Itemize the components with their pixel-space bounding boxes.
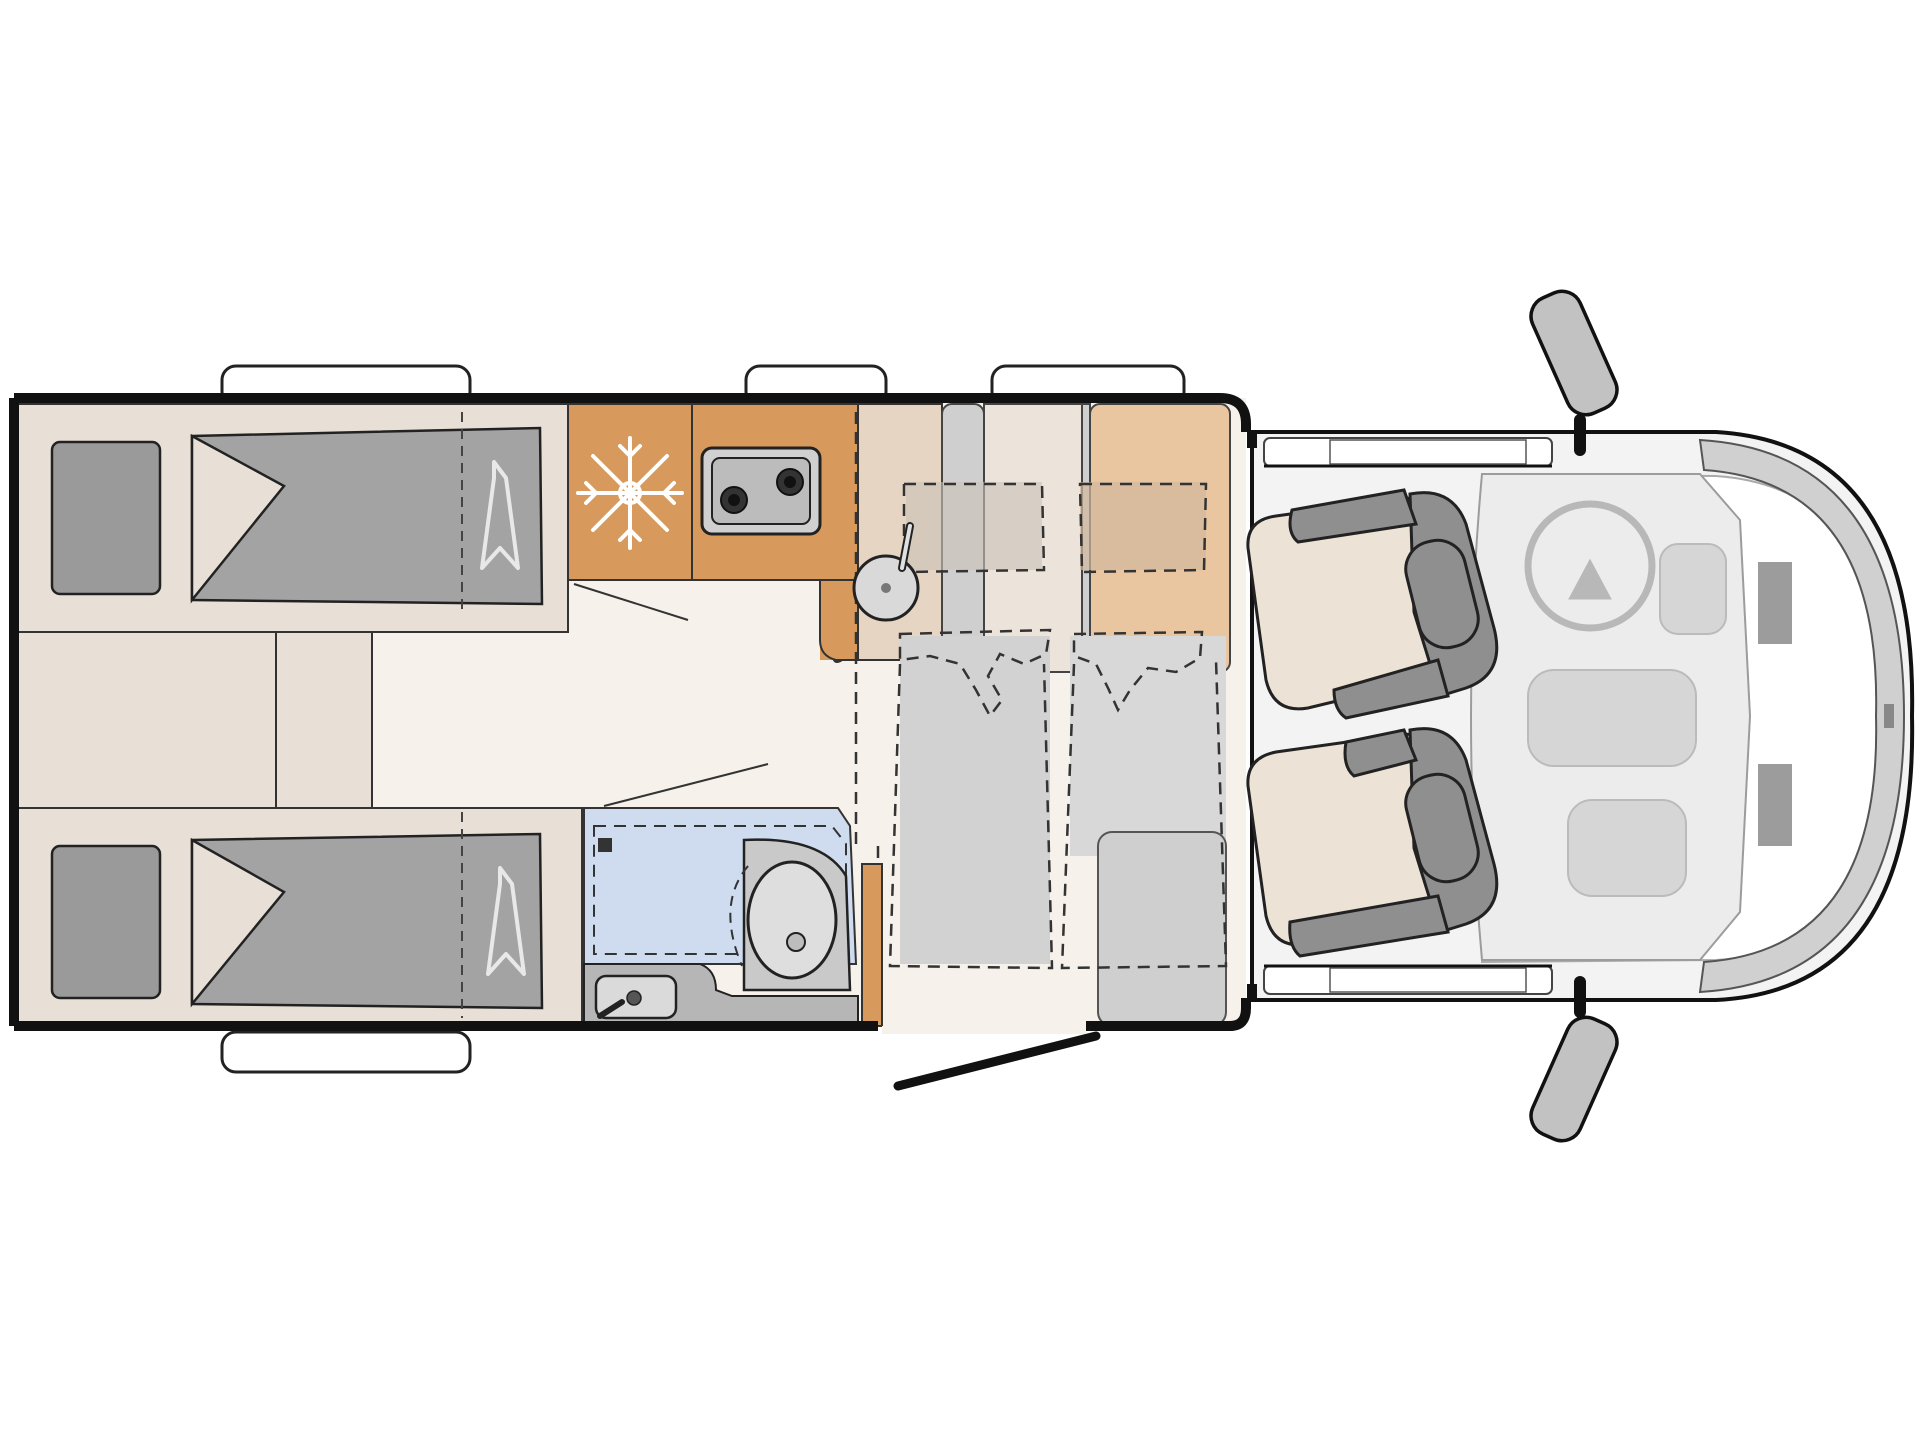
seat-armrest-top bbox=[1343, 728, 1419, 778]
driver-cab bbox=[1246, 289, 1915, 1143]
cab-console-1 bbox=[1527, 669, 1697, 767]
dinette-floor-right bbox=[1070, 636, 1226, 856]
seat-armrest-bottom bbox=[1332, 658, 1450, 720]
vent-1 bbox=[1758, 562, 1792, 644]
driver-seat bbox=[1246, 488, 1499, 720]
passenger-seat bbox=[1246, 727, 1499, 958]
toilet-bowl bbox=[746, 860, 838, 980]
mirror-icon bbox=[1529, 289, 1619, 456]
bath-tray-mark bbox=[598, 838, 612, 852]
bathroom bbox=[583, 807, 859, 1027]
steering-wheel-icon bbox=[1524, 500, 1656, 632]
step-line-top bbox=[573, 583, 689, 621]
entry-door bbox=[893, 1031, 1101, 1091]
bath-sink-drain bbox=[626, 990, 642, 1006]
toilet-flush bbox=[786, 932, 806, 952]
hanger-icon bbox=[480, 460, 520, 570]
pillow-top bbox=[50, 440, 162, 596]
blanket-top-fold bbox=[190, 433, 286, 604]
dinette bbox=[854, 403, 1231, 1027]
shower-dashed-outline bbox=[593, 825, 847, 955]
toilet-dashed-arc bbox=[729, 865, 749, 967]
bed-step-left bbox=[15, 631, 277, 809]
hanger-icon bbox=[486, 866, 526, 976]
bath-faucet bbox=[597, 999, 625, 1019]
seat-armrest-top bbox=[1288, 488, 1419, 544]
stove-burner-icon bbox=[784, 476, 796, 488]
dinette-lower-seat bbox=[1097, 831, 1227, 1027]
stove-burner-icon bbox=[728, 494, 740, 506]
bed-step-right bbox=[275, 631, 373, 809]
seat-headrest bbox=[1404, 772, 1480, 884]
counter-extension bbox=[819, 579, 859, 661]
cab-console-2 bbox=[1567, 799, 1687, 897]
cushion-left-upper bbox=[906, 482, 1042, 570]
rear-bed-area bbox=[15, 403, 769, 1023]
living-walls bbox=[9, 393, 1251, 1031]
blanket-bottom-fold bbox=[190, 837, 286, 1008]
entry-floor bbox=[882, 1026, 1086, 1034]
seat-armrest-bottom bbox=[1288, 894, 1450, 958]
seat-headrest bbox=[1404, 538, 1480, 650]
cab-window-bottom-inner bbox=[1329, 967, 1527, 993]
mirror-icon bbox=[1529, 976, 1619, 1143]
cab-console-3 bbox=[1659, 543, 1727, 635]
pillow-bottom bbox=[50, 844, 162, 1000]
cab-hood bbox=[1698, 438, 1906, 994]
dinette-floor-left bbox=[900, 636, 1050, 964]
kitchen bbox=[567, 403, 860, 663]
sink-icon bbox=[852, 522, 920, 622]
toilet-icon bbox=[729, 838, 852, 992]
snowflake-icon bbox=[576, 436, 684, 550]
window-bottom-rear bbox=[220, 1030, 472, 1074]
cab-window-top-inner bbox=[1329, 439, 1527, 465]
step-line-bottom bbox=[603, 763, 769, 807]
entry-wood-panel bbox=[861, 863, 883, 1027]
cushion-right-upper bbox=[1080, 482, 1206, 570]
vent-2 bbox=[1758, 764, 1792, 846]
brand-mark bbox=[1884, 704, 1894, 728]
